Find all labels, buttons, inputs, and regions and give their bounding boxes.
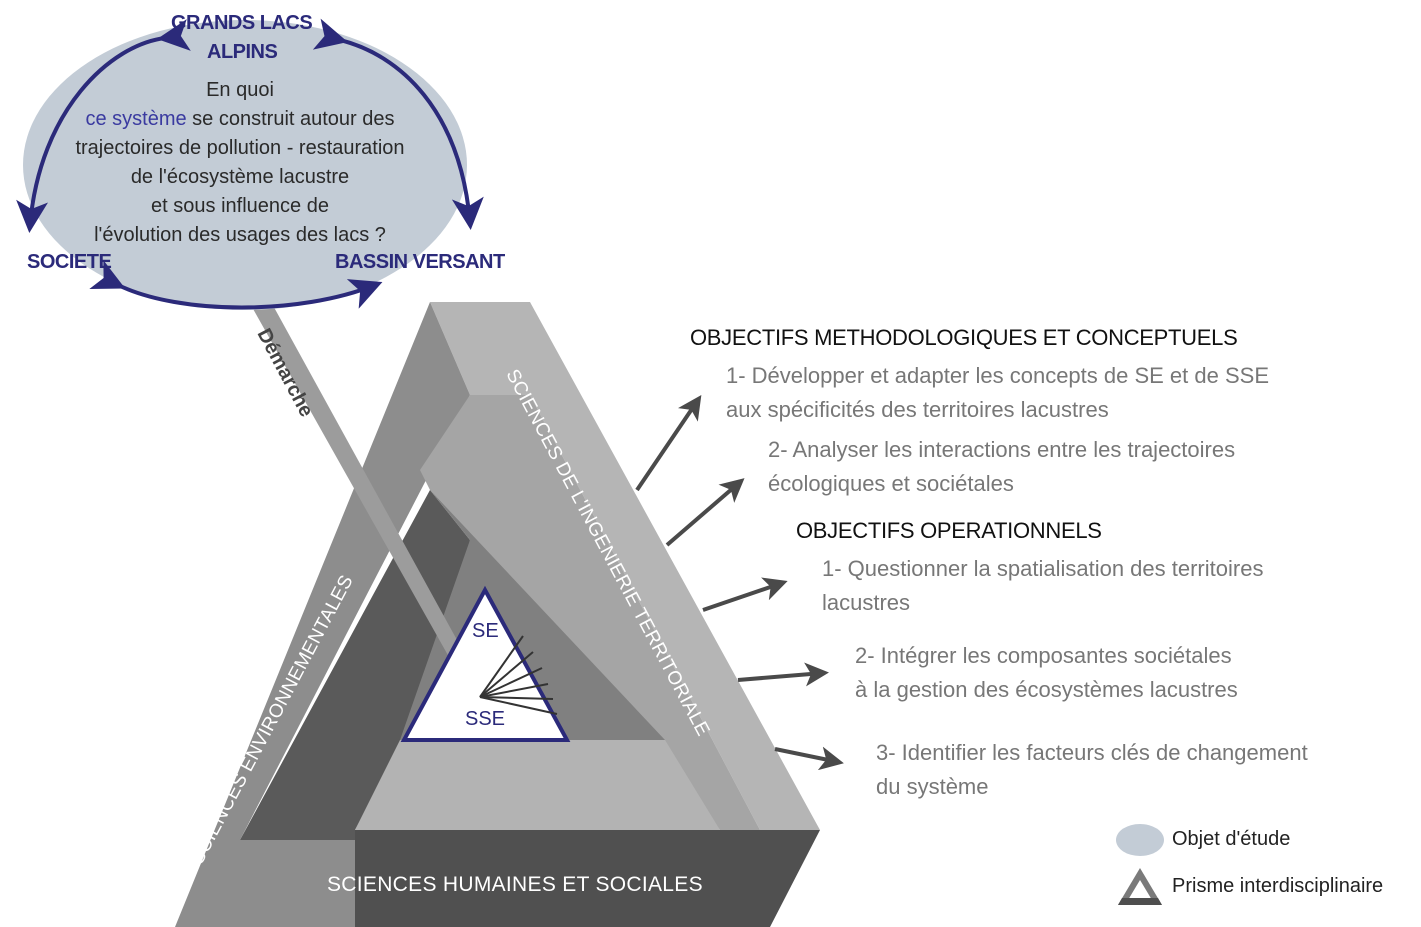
question-highlight: ce système [85,108,187,130]
question-line-3: trajectoires de pollution - restauration [75,137,405,159]
label-sse: SSE [465,708,506,730]
legend-study-object: Objet d'étude [1172,828,1291,850]
label-sciences-humaines: SCIENCES HUMAINES ET SOCIALES [327,873,703,896]
label-alpins: ALPINS [207,41,278,63]
objective-arrows [635,395,844,771]
method-objective-2-line-2: écologiques et sociétales [768,471,1014,496]
label-bassin-versant: BASSIN VERSANT [335,251,505,273]
question-line-4: de l'écosystème lacustre [130,166,350,188]
oper-objective-1: 1- Questionner la spatialisation des ter… [822,552,1263,620]
operational-objectives-title: OBJECTIFS OPERATIONNELS [796,518,1102,543]
arrow-method-2 [665,478,745,547]
prism-bottom-face [355,830,820,927]
prism-right-face [430,302,820,830]
arrow-oper-1 [702,577,788,612]
label-societe: SOCIETE [27,251,112,273]
oper-objective-1-line-2: lacustres [822,590,911,615]
question-line-1: En quoi [206,79,274,101]
oper-objective-3: 3- Identifier les facteurs clés de chang… [876,736,1308,804]
oper-objective-2-line-2: à la gestion des écosystèmes lacustres [855,677,1238,702]
prism-inner-shelf [355,740,720,830]
research-question: En quoi ce système se construit autour d… [40,76,440,250]
label-se: SE [472,620,499,642]
oper-objective-2-line-1: 2- Intégrer les composantes sociétales [855,643,1232,668]
question-line-2-rest: se construit autour des [186,108,395,130]
question-line-2: ce système se construit autour des [40,105,440,134]
arrow-method-1 [635,395,702,492]
legend-prism-swatch [1118,868,1162,905]
oper-objective-3-line-1: 3- Identifier les facteurs clés de chang… [876,740,1308,765]
methodological-objectives-title: OBJECTIFS METHODOLOGIQUES ET CONCEPTUELS [690,325,1238,350]
se-sse-triangle [400,585,571,742]
legend-ellipse-swatch [1116,824,1164,856]
method-objective-2-line-1: 2- Analyser les interactions entre les t… [768,437,1236,462]
arrow-oper-3 [774,746,844,771]
label-grands-lacs: GRANDS LACS [171,12,313,34]
method-objective-1-line-1: 1- Développer et adapter les concepts de… [726,363,1269,388]
legend-prism: Prisme interdisciplinaire [1172,875,1384,897]
method-objective-2: 2- Analyser les interactions entre les t… [768,433,1235,501]
oper-objective-2: 2- Intégrer les composantes sociétales à… [855,639,1238,707]
cycle-arrows [16,18,484,310]
prism-inner-right [420,395,760,830]
method-objective-1: 1- Développer et adapter les concepts de… [726,359,1269,427]
approach-bar [248,300,490,705]
oper-objective-1-line-1: 1- Questionner la spatialisation des ter… [822,556,1264,581]
method-objective-1-line-2: aux spécificités des territoires lacustr… [726,397,1109,422]
prism-left-face [175,302,470,927]
oper-objective-3-line-2: du système [876,774,989,799]
question-line-5: et sous influence de [151,195,329,217]
arrow-oper-2 [737,662,829,687]
question-line-6: l'évolution des usages des lacs ? [94,224,386,246]
